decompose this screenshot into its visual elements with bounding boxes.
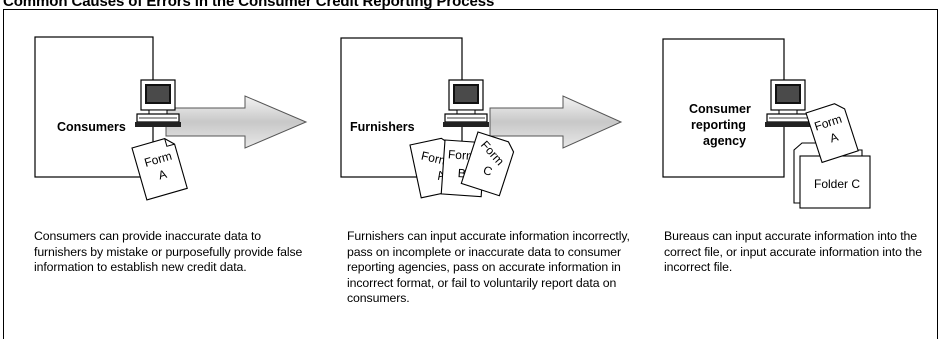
flow-arrow-2 — [489, 95, 623, 149]
form-a-document-icon: Form A — [131, 138, 188, 201]
flow-arrow-1 — [165, 95, 308, 149]
agency-label-line-3: agency — [703, 134, 746, 148]
furnishers-caption: Furnishers can input accurate informatio… — [347, 229, 630, 305]
svg-text:Form: Form — [420, 148, 450, 168]
folder-icon: Folder C — [793, 142, 871, 209]
consumers-caption: Consumers can provide inaccurate data to… — [34, 229, 303, 274]
computer-icon — [134, 79, 182, 128]
consumers-label: Consumers — [57, 120, 126, 134]
svg-text:A: A — [436, 168, 447, 183]
diagram-title: Common Causes of Errors in the Consumer … — [3, 0, 495, 10]
computer-icon — [442, 79, 490, 128]
panel-furnishers: Furnishers Form A Form B Form C — [340, 37, 623, 199]
agency-label-line-2: reporting — [691, 118, 746, 132]
panel-consumer-reporting-agency: Consumer reporting agency Folder C Form … — [662, 38, 871, 209]
agency-box — [662, 38, 785, 178]
panel-consumers: Consumers Form A — [34, 36, 308, 201]
diagram-frame — [3, 9, 938, 339]
furnishers-label: Furnishers — [350, 120, 415, 134]
folder-label: Folder C — [814, 177, 860, 191]
agency-label-line-1: Consumer — [689, 102, 751, 116]
form-c-document-icon: Form C — [460, 131, 515, 197]
computer-icon — [764, 79, 812, 128]
form-a-label-letter: A — [157, 167, 169, 183]
svg-text:B: B — [457, 166, 466, 181]
svg-text:A: A — [828, 130, 840, 146]
agency-caption: Bureaus can input accurate information i… — [664, 229, 922, 274]
form-a-document-icon: Form A — [805, 103, 859, 164]
